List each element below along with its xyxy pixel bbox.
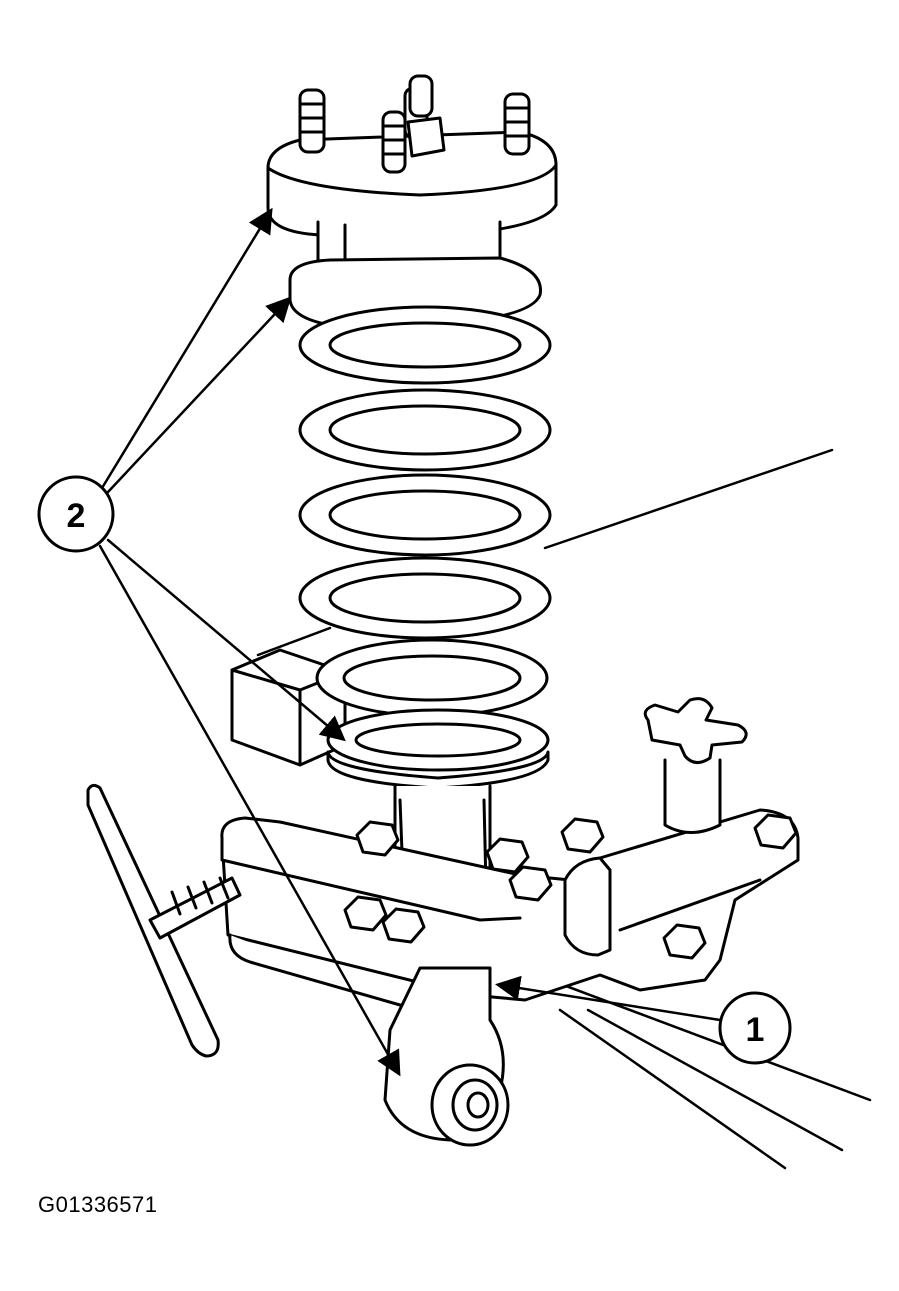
coil-spring bbox=[288, 256, 552, 772]
strut-eye-bushing bbox=[383, 966, 510, 1147]
bench-lines bbox=[256, 448, 872, 1170]
callout-1-circle bbox=[718, 991, 792, 1065]
callout-1-arrow bbox=[495, 975, 722, 1022]
callout-2-label: 2 bbox=[67, 497, 86, 535]
lower-spring-seat bbox=[326, 750, 550, 790]
t-handle-screw bbox=[86, 783, 242, 1058]
callout-2-arrows bbox=[98, 207, 401, 1077]
callout-2-circle bbox=[37, 475, 115, 553]
figure-id: G01336571 bbox=[38, 1192, 158, 1217]
upper-strut-mount bbox=[266, 74, 558, 264]
callout-1-label: 1 bbox=[746, 1011, 765, 1049]
mount-studs bbox=[298, 74, 531, 174]
compressor-nuts bbox=[343, 813, 798, 960]
callout-1: 1 bbox=[495, 975, 792, 1065]
spring-compressor-base bbox=[220, 697, 800, 1012]
callout-2: 2 bbox=[37, 207, 401, 1077]
